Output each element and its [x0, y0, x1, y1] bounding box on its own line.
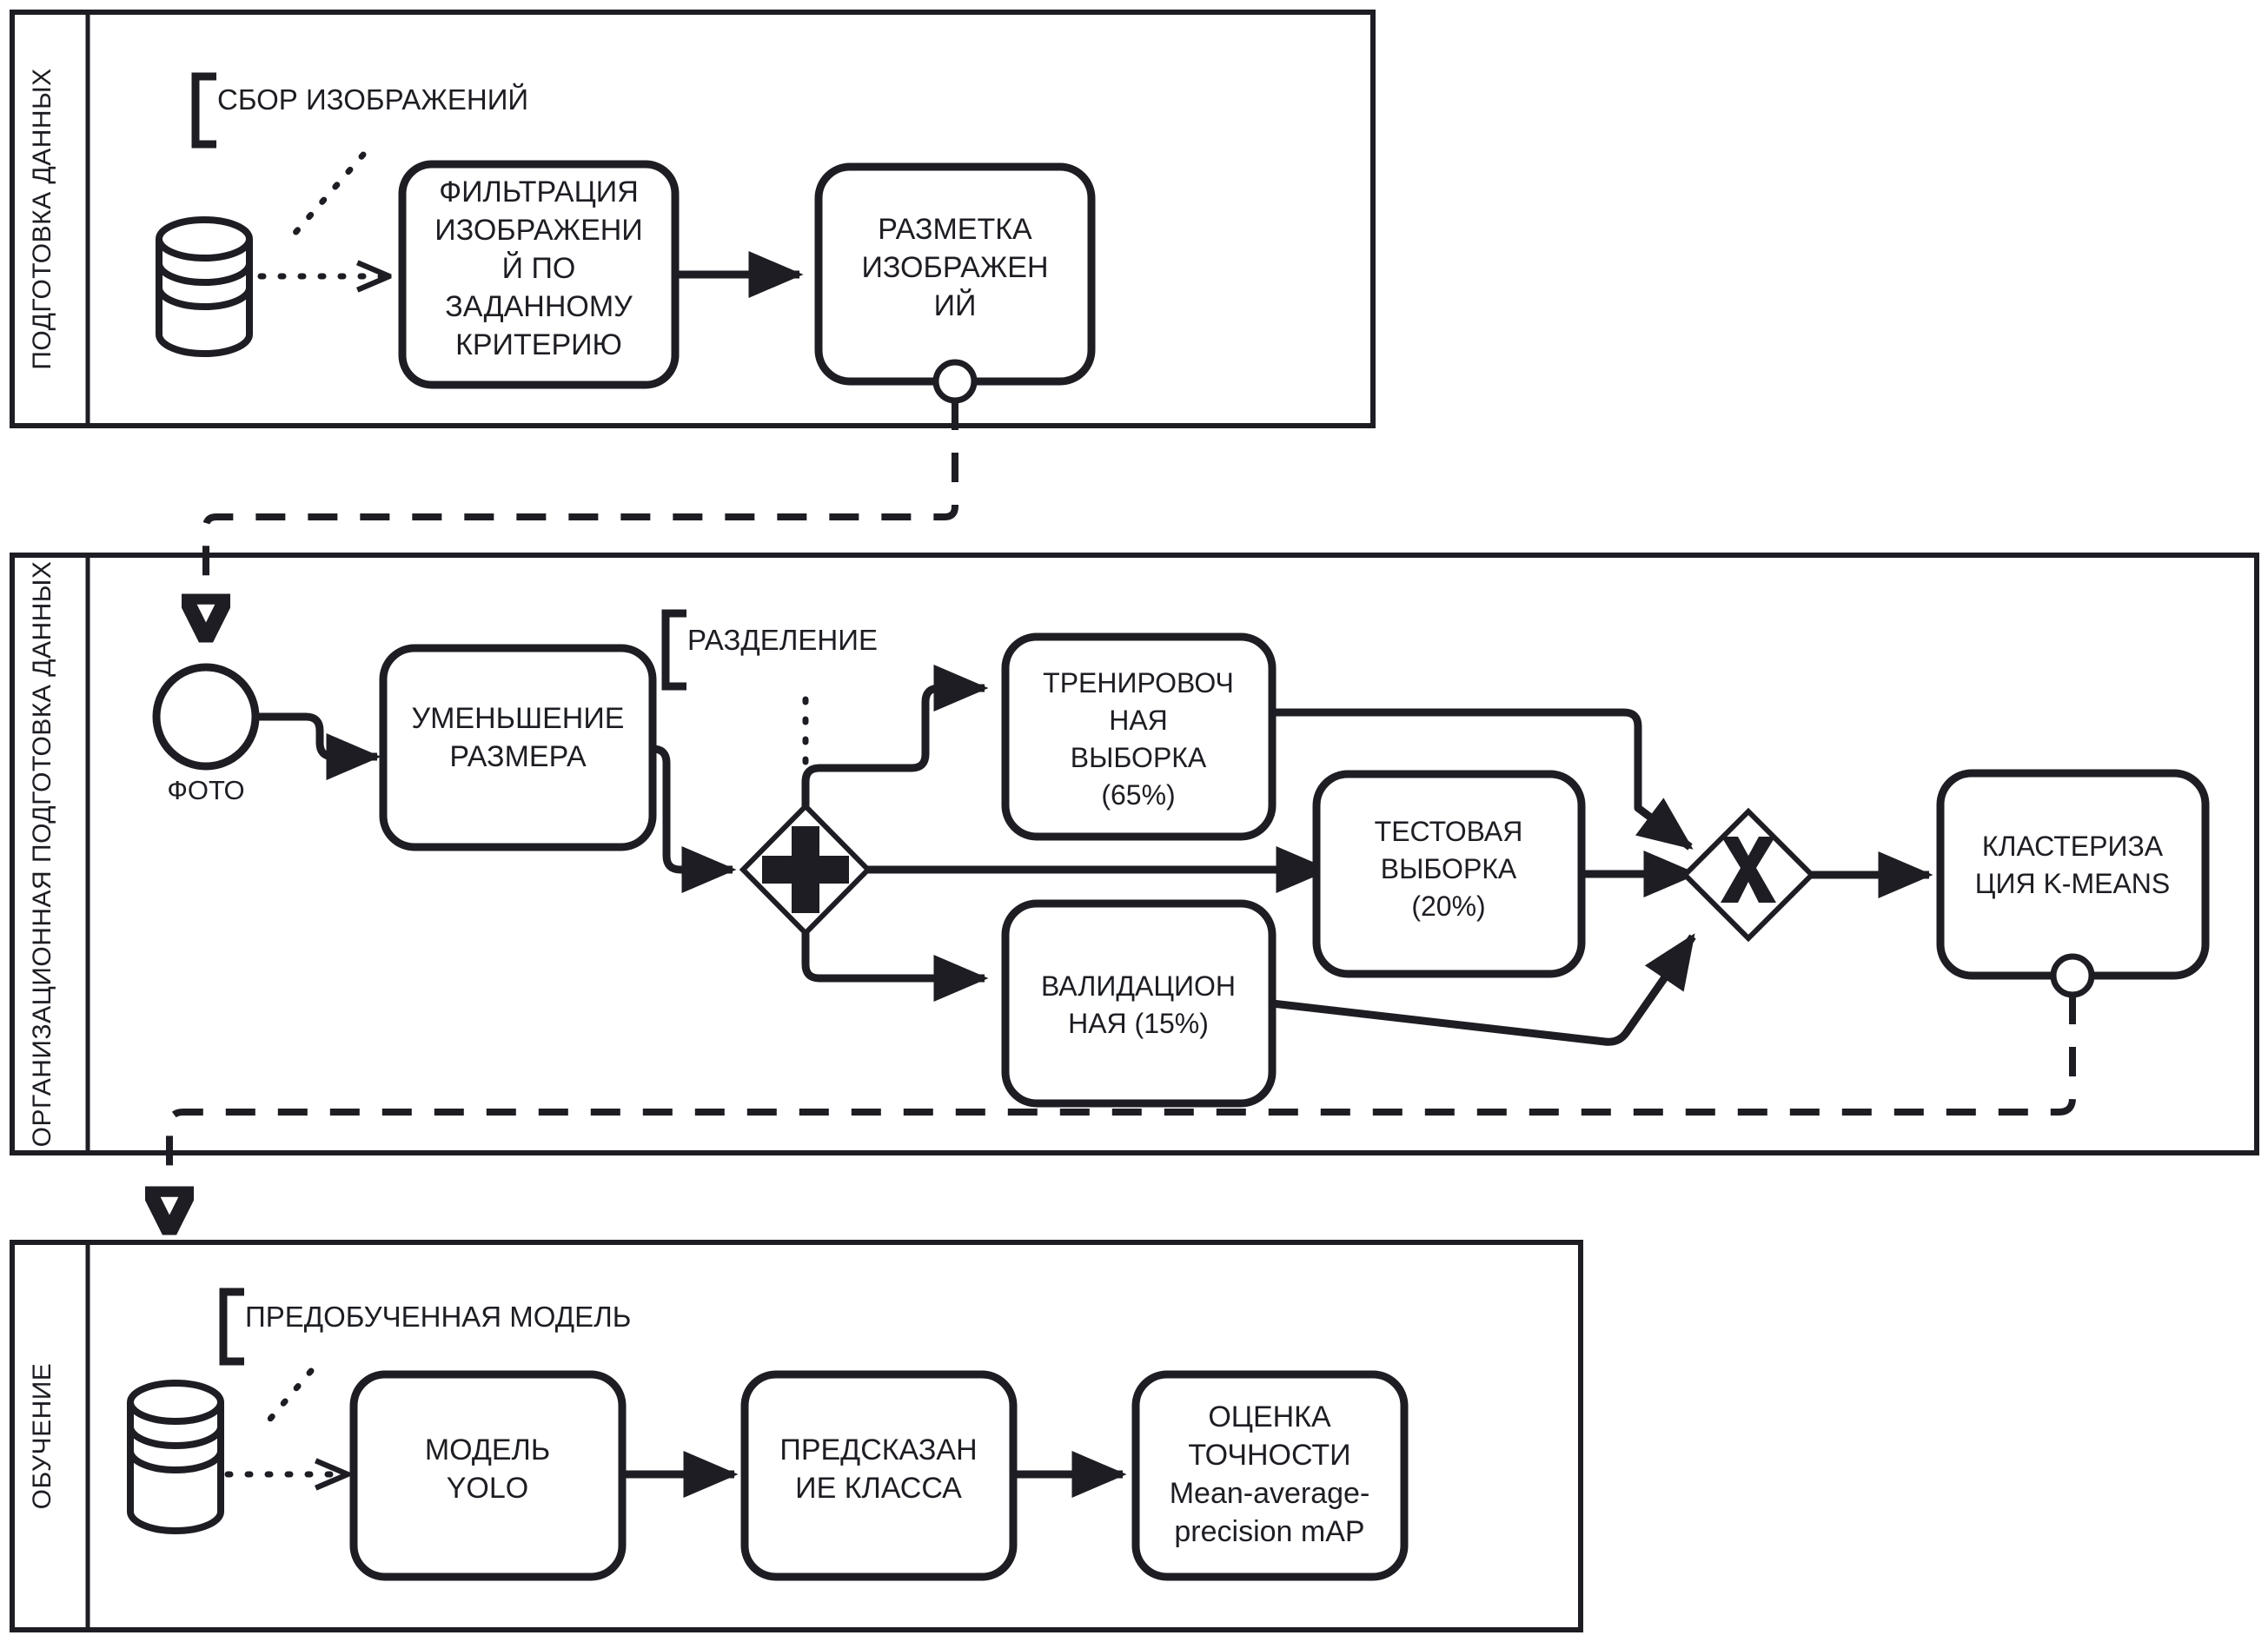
messageflow-annotate-to-photo — [206, 401, 958, 639]
task-resize-line-1: РАЗМЕРА — [449, 740, 587, 773]
boundary-event-kmeans-icon — [2050, 953, 2095, 998]
boundary-event-annotate-icon — [932, 359, 978, 404]
flow-split-to-validation — [801, 933, 989, 1002]
task-training-set-line-2: ВЫБОРКА — [1071, 742, 1207, 773]
task-accuracy-line-3: precision mAP — [1174, 1515, 1364, 1548]
task-validation-set-line-1: НАЯ (15%) — [1068, 1008, 1209, 1039]
group-collect-bracket — [191, 72, 216, 149]
task-accuracy-line-1: ТОЧНОСТИ — [1188, 1439, 1350, 1472]
task-model-yolo-line-0: МОДЕЛЬ — [425, 1433, 550, 1467]
task-resize-line-0: УМЕНЬШЕНИЕ — [412, 702, 625, 735]
task-annotate-images-line-1: ИЗОБРАЖЕН — [861, 251, 1048, 284]
task-validation-set[interactable]: ВАЛИДАЦИОН НАЯ (15%) — [1001, 899, 1277, 1108]
task-test-set[interactable]: ТЕСТОВАЯ ВЫБОРКА (20%) — [1312, 770, 1586, 978]
lane-data-prep-label: ПОДГОТОВКА ДАННЫХ — [28, 68, 56, 369]
task-accuracy-line-0: ОЦЕНКА — [1208, 1400, 1331, 1433]
gateway-exclusive-join[interactable] — [1681, 807, 1816, 943]
task-training-set-box[interactable] — [1001, 632, 1277, 841]
task-filter-images[interactable]: ФИЛЬТРАЦИЯ ИЗОБРАЖЕНИ Й ПО ЗАДАННОМУ КРИ… — [398, 160, 680, 389]
task-test-set-line-2: (20%) — [1411, 891, 1485, 922]
lane-training-label: ОБУЧЕНИЕ — [28, 1363, 56, 1510]
task-test-set-line-1: ВЫБОРКА — [1381, 853, 1517, 884]
group-pretrained: ПРЕДОБУЧЕННАЯ МОДЕЛЬ — [219, 1288, 631, 1366]
lane-org-prep: ОРГАНИЗАЦИОННАЯ ПОДГОТОВКА ДАННЫХ — [10, 553, 2259, 1155]
group-collect-label: СБОР ИЗОБРАЖЕНИЙ — [217, 83, 528, 116]
event-photo-start-circle[interactable] — [152, 663, 260, 771]
flow-validation-to-join — [1271, 933, 1696, 1046]
task-training-set-line-3: (65%) — [1101, 779, 1175, 811]
lane-org-prep-frame — [10, 553, 2259, 1155]
group-collect: СБОР ИЗОБРАЖЕНИЙ — [191, 72, 528, 149]
task-annotate-images[interactable]: РАЗМЕТКА ИЗОБРАЖЕН ИЙ — [814, 162, 1096, 404]
flow-split-to-train — [801, 665, 989, 806]
task-accuracy-box[interactable] — [1131, 1370, 1409, 1581]
task-filter-images-line-1: ИЗОБРАЖЕНИ — [434, 214, 643, 247]
lane-training-frame — [10, 1240, 1583, 1632]
lane-org-prep-label: ОРГАНИЗАЦИОННАЯ ПОДГОТОВКА ДАННЫХ — [28, 561, 56, 1148]
flow-train-to-join — [1272, 708, 1694, 851]
task-test-set-line-0: ТЕСТОВАЯ — [1375, 816, 1523, 847]
task-validation-set-box[interactable] — [1001, 899, 1277, 1108]
event-photo-start-label: ФОТО — [167, 775, 244, 805]
task-filter-images-line-4: КРИТЕРИЮ — [455, 328, 622, 361]
flow-resize-to-split — [652, 745, 737, 893]
plus-icon — [762, 826, 849, 913]
messageflow-kmeans-to-training-lane — [169, 995, 2076, 1232]
x-icon — [1721, 837, 1776, 903]
lane-data-prep-frame — [10, 10, 1376, 428]
event-photo-start[interactable]: ФОТО — [152, 663, 260, 805]
task-training-set-line-0: ТРЕНИРОВОЧ — [1043, 667, 1234, 699]
gateway-parallel-split[interactable] — [739, 802, 872, 937]
task-kmeans-line-1: ЦИЯ K-MEANS — [1975, 868, 2170, 899]
task-validation-set-line-0: ВАЛИДАЦИОН — [1041, 970, 1236, 1002]
task-annotate-images-line-0: РАЗМЕТКА — [878, 213, 1032, 246]
store-images — [156, 216, 253, 357]
task-model-yolo[interactable]: МОДЕЛЬ YOLO — [349, 1370, 627, 1581]
task-annotate-images-line-2: ИЙ — [934, 289, 977, 322]
task-accuracy[interactable]: ОЦЕНКА ТОЧНОСТИ Mean-average- precision … — [1131, 1370, 1409, 1581]
group-split-label: РАЗДЕЛЕНИЕ — [687, 624, 878, 656]
task-filter-images-line-2: Й ПО — [502, 252, 576, 285]
task-filter-images-line-0: ФИЛЬТРАЦИЯ — [439, 175, 639, 209]
task-predict-class[interactable]: ПРЕДСКАЗАН ИЕ КЛАССА — [740, 1370, 1018, 1581]
flow-photo-to-resize — [255, 712, 381, 780]
association-pretrained-to-store — [257, 1367, 315, 1433]
group-pretrained-bracket — [219, 1288, 244, 1366]
association-collect-to-store — [290, 151, 367, 238]
lane-training: ОБУЧЕНИЕ — [10, 1240, 1583, 1632]
task-resize[interactable]: УМЕНЬШЕНИЕ РАЗМЕРА — [379, 644, 657, 851]
lane-data-prep: ПОДГОТОВКА ДАННЫХ — [10, 10, 1376, 428]
store-pretrained — [127, 1380, 224, 1534]
task-training-set-line-1: НАЯ — [1109, 705, 1168, 736]
group-split-bracket — [661, 609, 686, 691]
group-pretrained-label: ПРЕДОБУЧЕННАЯ МОДЕЛЬ — [245, 1301, 631, 1333]
task-predict-class-line-0: ПРЕДСКАЗАН — [779, 1433, 977, 1467]
task-filter-images-line-3: ЗАДАННОМУ — [445, 290, 633, 323]
task-kmeans[interactable]: КЛАСТЕРИЗА ЦИЯ K-MEANS — [1936, 769, 2210, 998]
task-predict-class-line-1: ИЕ КЛАССА — [795, 1472, 962, 1505]
group-split: РАЗДЕЛЕНИЕ — [661, 609, 878, 691]
task-accuracy-line-2: Mean-average- — [1170, 1477, 1370, 1510]
task-kmeans-line-0: КЛАСТЕРИЗА — [1982, 831, 2164, 862]
task-model-yolo-line-1: YOLO — [447, 1472, 528, 1505]
task-training-set[interactable]: ТРЕНИРОВОЧ НАЯ ВЫБОРКА (65%) — [1001, 632, 1277, 841]
